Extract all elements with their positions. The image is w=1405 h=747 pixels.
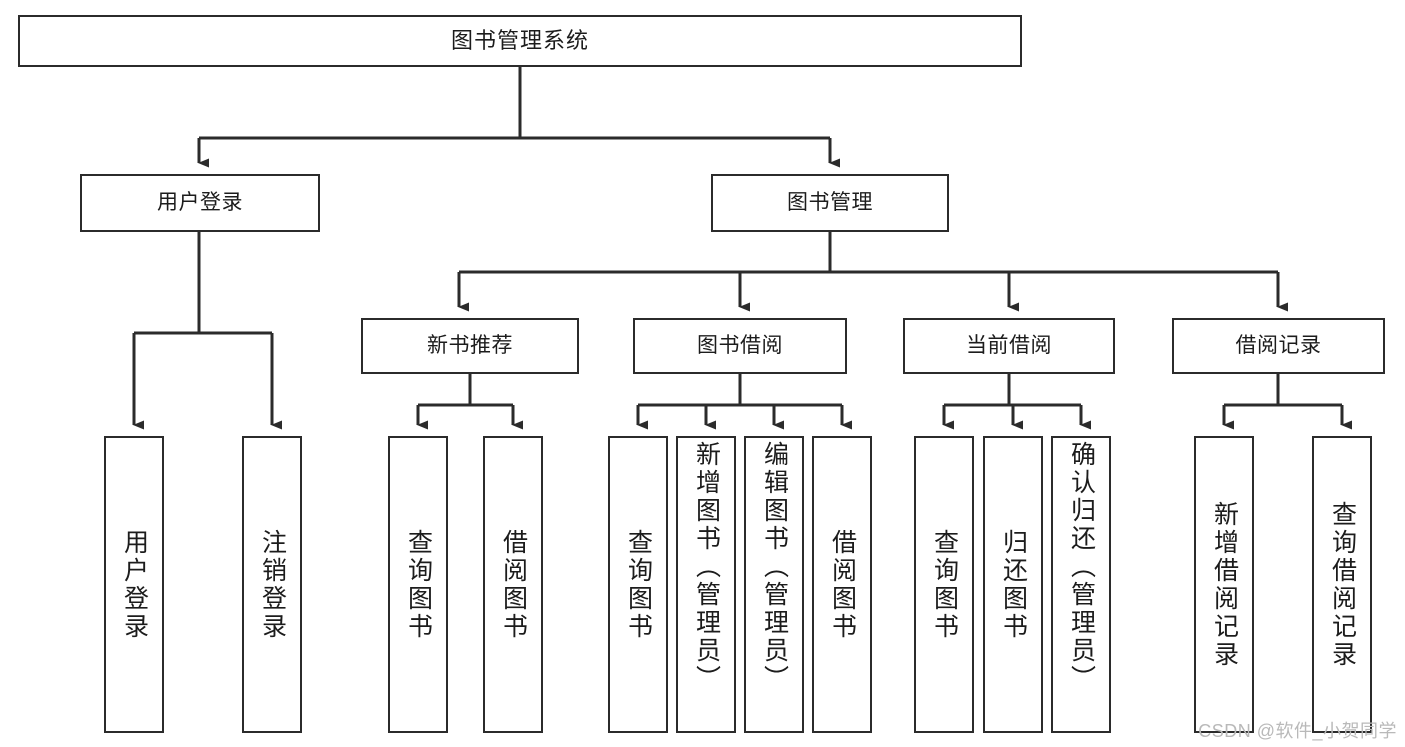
leaf-edit-book-admin[interactable]: 编辑图书（管理员）: [744, 436, 804, 733]
leaf-logout[interactable]: 注销登录: [242, 436, 302, 733]
node-new-book-recommend[interactable]: 新书推荐: [361, 318, 579, 374]
leaf-add-borrow-record[interactable]: 新增借阅记录: [1194, 436, 1254, 733]
node-user-login-label: 用户登录: [157, 190, 243, 214]
leaf-query-book-newbook[interactable]: 查询图书: [388, 436, 448, 733]
node-borrow-record[interactable]: 借阅记录: [1172, 318, 1385, 374]
leaf-query-book-borrow-label: 查询图书: [624, 528, 653, 641]
leaf-query-borrow-record[interactable]: 查询借阅记录: [1312, 436, 1372, 733]
leaf-edit-book-admin-label: 编辑图书（管理员）: [760, 441, 789, 693]
leaf-borrow-book-newbook[interactable]: 借阅图书: [483, 436, 543, 733]
node-book-borrow[interactable]: 图书借阅: [633, 318, 847, 374]
leaf-confirm-return-admin[interactable]: 确认归还（管理员）: [1051, 436, 1111, 733]
leaf-logout-label: 注销登录: [258, 528, 287, 641]
leaf-query-book-newbook-label: 查询图书: [404, 528, 433, 641]
leaf-query-borrow-record-label: 查询借阅记录: [1328, 500, 1357, 669]
node-book-management[interactable]: 图书管理: [711, 174, 949, 232]
node-borrow-record-label: 借阅记录: [1235, 333, 1322, 357]
node-current-borrow[interactable]: 当前借阅: [903, 318, 1115, 374]
leaf-query-book-current[interactable]: 查询图书: [914, 436, 974, 733]
node-new-book-recommend-label: 新书推荐: [427, 333, 513, 357]
leaf-query-book-borrow[interactable]: 查询图书: [608, 436, 668, 733]
leaf-query-book-current-label: 查询图书: [930, 528, 959, 641]
leaf-borrow-book-newbook-label: 借阅图书: [499, 528, 528, 641]
node-root-label: 图书管理系统: [450, 28, 589, 54]
leaf-add-borrow-record-label: 新增借阅记录: [1210, 500, 1239, 669]
leaf-user-login-label: 用户登录: [120, 528, 149, 641]
node-current-borrow-label: 当前借阅: [966, 333, 1052, 357]
leaf-return-book-label: 归还图书: [999, 528, 1028, 641]
leaf-confirm-return-admin-label: 确认归还（管理员）: [1067, 441, 1096, 693]
leaf-return-book[interactable]: 归还图书: [983, 436, 1043, 733]
node-root[interactable]: 图书管理系统: [18, 15, 1022, 67]
leaf-add-book-admin[interactable]: 新增图书（管理员）: [676, 436, 736, 733]
node-book-borrow-label: 图书借阅: [697, 333, 783, 357]
node-book-management-label: 图书管理: [787, 190, 873, 214]
node-user-login[interactable]: 用户登录: [80, 174, 320, 232]
leaf-add-book-admin-label: 新增图书（管理员）: [692, 441, 721, 693]
leaf-borrow-book-label: 借阅图书: [828, 528, 857, 641]
leaf-user-login[interactable]: 用户登录: [104, 436, 164, 733]
leaf-borrow-book[interactable]: 借阅图书: [812, 436, 872, 733]
